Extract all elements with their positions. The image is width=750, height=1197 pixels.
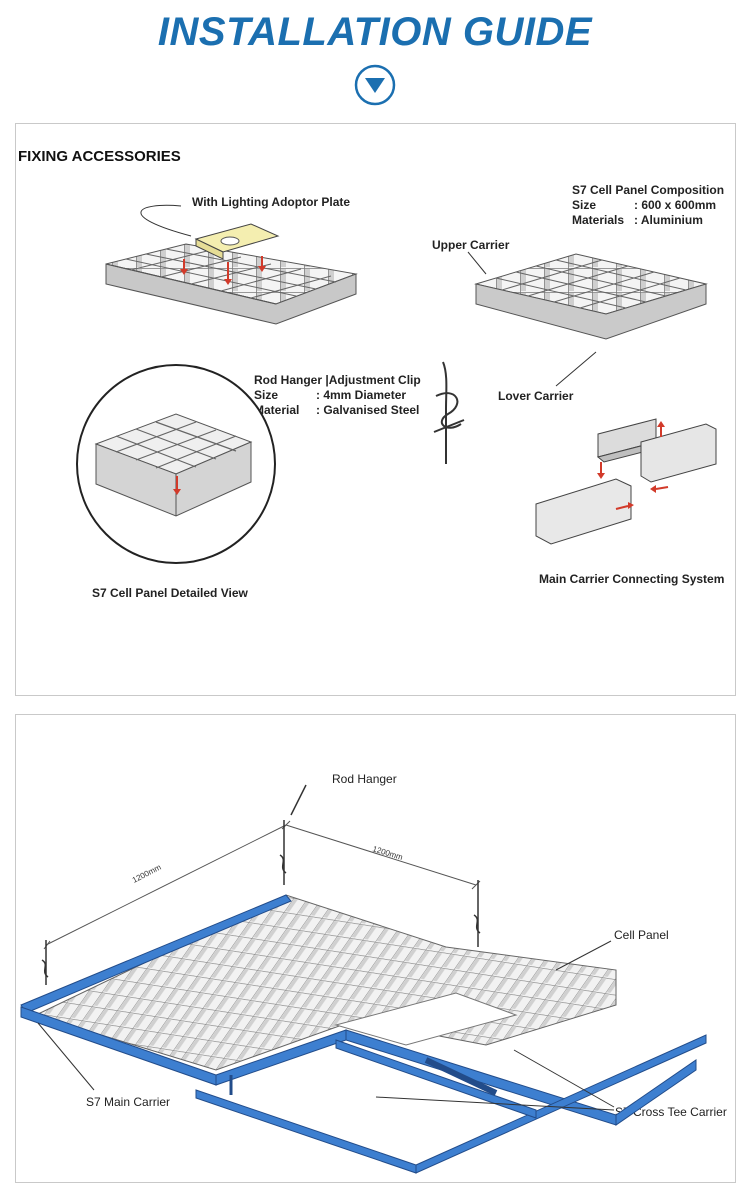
detail-view-label: S7 Cell Panel Detailed View [92,586,248,600]
lower-carrier-label: Lover Carrier [498,389,574,403]
cell-panel-grid-drawing [467,251,708,387]
chevron-down-icon [354,64,396,106]
page-title: INSTALLATION GUIDE [157,10,593,54]
dimension-left: 1200mm [131,862,163,884]
section-heading: FIXING ACCESSORIES [18,148,181,165]
fixing-accessories-panel: FIXING ACCESSORIES With Lighting Adoptor… [15,123,736,696]
detail-view-drawing [76,364,276,564]
rod-hanger-rods [41,784,481,985]
rod-material-key: Material [254,403,300,417]
rod-hanger-label: Rod Hanger [332,772,397,786]
upper-carrier-label: Upper Carrier [432,238,510,252]
composition-title: S7 Cell Panel Composition [572,183,725,197]
cell-panel-label: Cell Panel [614,928,669,942]
composition-material-value: : Aluminium [634,213,703,227]
composition-size-value: : 600 x 600mm [634,198,717,212]
fixing-drawings [76,204,717,564]
main-carrier-label: S7 Main Carrier [86,1095,171,1109]
rod-hanger-title: Rod Hanger |Adjustment Clip [254,373,421,387]
connecting-system-label: Main Carrier Connecting System [539,572,725,586]
rod-size-key: Size [254,388,279,402]
main-carrier-beams [20,894,707,1174]
lighting-grid-drawing [105,204,358,325]
composition-size-key: Size [572,198,597,212]
assembly-panel: Rod Hanger Cell Panel S7 Main Carrier S7… [15,714,736,1183]
connecting-system-drawing [535,418,717,545]
cross-tee-label: S7 Cross Tee Carrier [615,1105,727,1119]
composition-material-key: Materials [572,213,625,227]
rod-hanger-drawing [433,361,465,464]
leader-lines [37,940,615,1111]
lighting-plate-label: With Lighting Adoptor Plate [192,195,351,209]
assembly-drawing: 1200mm 1200mm [20,784,707,1174]
rod-material-value: : Galvanised Steel [316,403,420,417]
dimension-lines [43,820,481,950]
rod-size-value: : 4mm Diameter [316,388,407,402]
dimension-right: 1200mm [371,844,404,862]
